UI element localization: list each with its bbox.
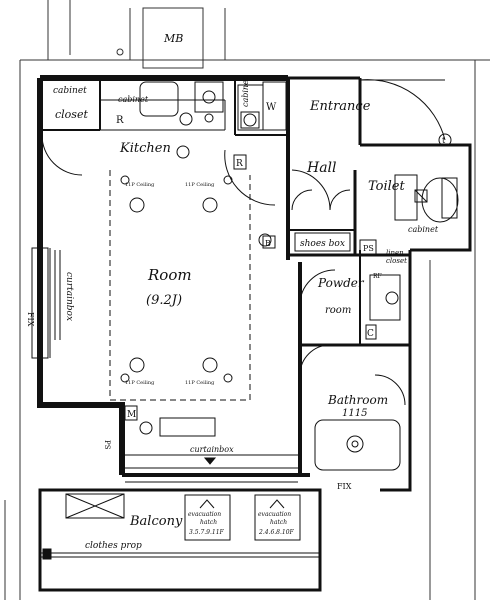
kitchen-label: Kitchen (119, 141, 171, 156)
south-window (125, 454, 298, 483)
hatch-left-label-3: 3.5.7.9.11F (189, 529, 225, 536)
hatch-right-label-2: hatch (270, 519, 287, 526)
powder-room-label: room (325, 305, 351, 316)
balcony-area (38, 488, 322, 592)
wash-cabinet-label: cabinet (241, 76, 250, 107)
curtainbox-bottom-label: curtainbox (190, 445, 234, 454)
ps-small-label: PS (103, 440, 111, 450)
room-label: Room (147, 266, 192, 284)
fix-left-label: FIX (26, 312, 35, 327)
balcony-label: Balcony (129, 514, 183, 529)
bathroom-size-label: 1115 (342, 408, 367, 419)
linen-label: linen (386, 249, 404, 257)
light-label-tr: 11P Ceiling (185, 182, 215, 188)
fix-bottom-label: FIX (337, 482, 352, 491)
b-box-label: B (265, 239, 271, 248)
hall-label: Hall (306, 160, 337, 176)
linen-closet-label: closet (386, 257, 407, 265)
m-box-label: M (127, 410, 136, 420)
closet-label-bottom: closet (55, 108, 88, 121)
walls (37, 75, 472, 492)
ps-label: PS (363, 244, 374, 253)
small-boxes (124, 154, 377, 437)
c-box-label: C (367, 329, 374, 339)
doors (41, 79, 446, 406)
light-label-br: 11P Ceiling (185, 380, 215, 386)
hatch-left-label-2: hatch (200, 519, 217, 526)
room-size-label: (9.2J) (146, 293, 182, 308)
shoes-box-label: shoes box (300, 239, 345, 249)
hatch-right-label-1: evacuation (258, 511, 291, 518)
toilet-cabinet-label: cabinet (408, 225, 439, 234)
bathroom-label: Bathroom (327, 393, 388, 407)
bath-fixtures (314, 174, 459, 471)
ceiling-lights (120, 133, 452, 435)
closet-label-top: cabinet (53, 86, 87, 96)
light-label-tl: 11P Ceiling (125, 182, 155, 188)
t-mark-label: t (442, 136, 446, 145)
light-label-bl: 11P Ceiling (125, 380, 155, 386)
toilet-label: Toilet (368, 179, 405, 194)
curtainbox-left-label: curtainbox (64, 272, 74, 321)
kitchen-r-label: R (116, 115, 124, 126)
r-box-label: R (236, 159, 243, 169)
entrance-label: Entrance (309, 99, 371, 114)
west-window (31, 247, 61, 359)
wash-w-label: W (266, 102, 277, 113)
kitchen-fixtures (139, 81, 287, 131)
hatch-right-label-3: 2.4.6.8.10F (258, 529, 295, 536)
mb-label: MB (163, 32, 183, 45)
rf-box-label: RF (373, 273, 382, 280)
clothes-prop-label: clothes prop (85, 541, 142, 551)
powder-label: Powder (317, 276, 365, 290)
neighbor-lines (4, 0, 490, 600)
hatch-left-label-1: evacuation (188, 511, 221, 518)
kitchen-cabinet-label: cabinet (118, 95, 149, 104)
